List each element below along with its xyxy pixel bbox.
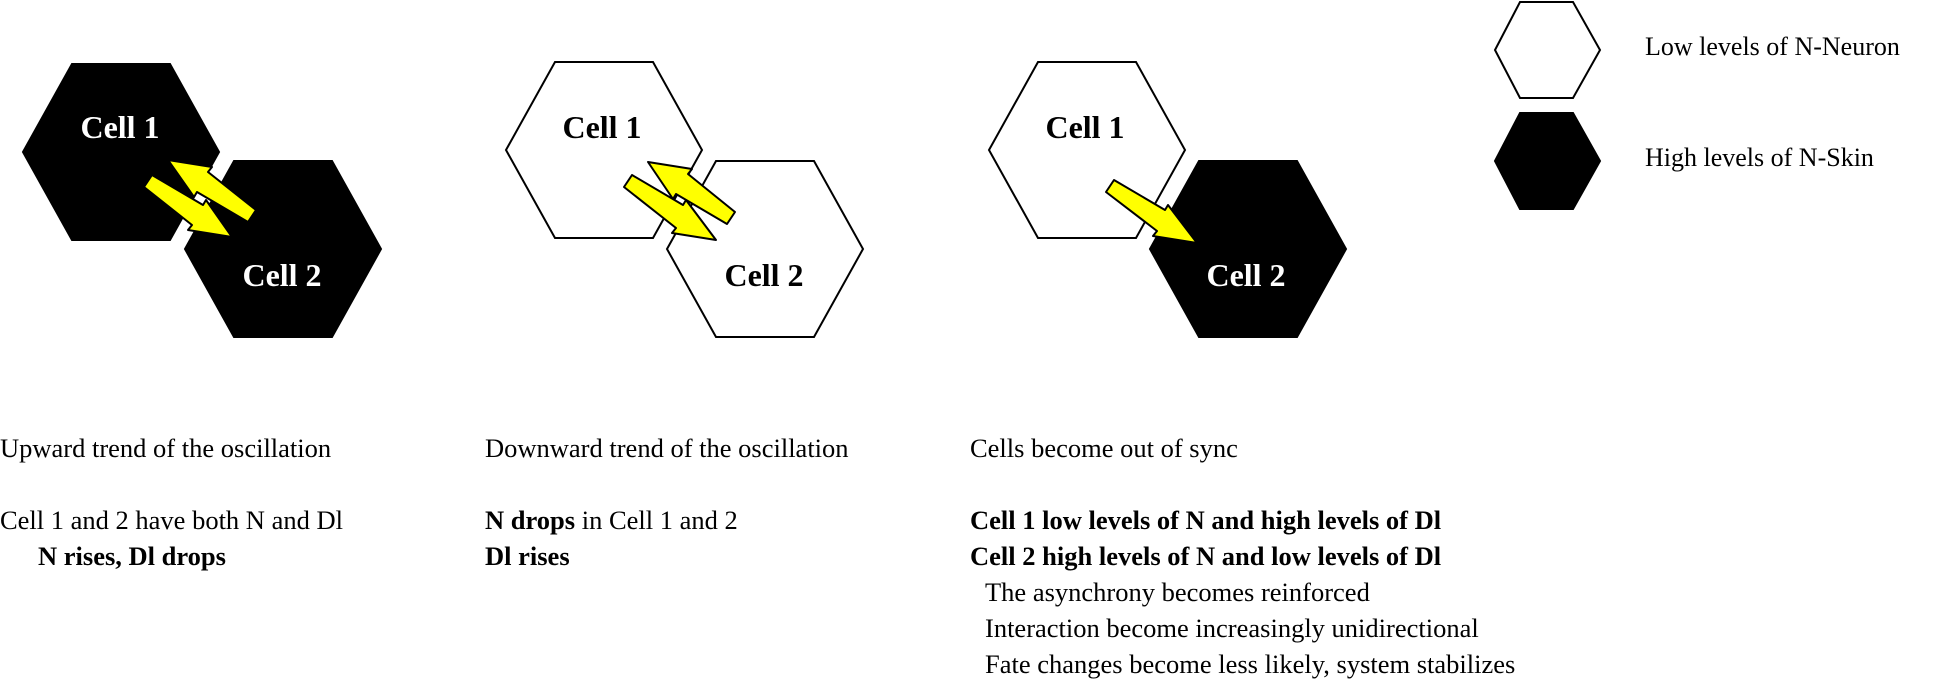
panel-2-description: Downward trend of the oscillation N drop… — [485, 430, 849, 574]
panel-3-title: Cells become out of sync — [970, 433, 1238, 463]
panel-1-cell-2-label: Cell 2 — [242, 257, 321, 293]
panel-2-line-1-rest: in Cell 1 and 2 — [575, 505, 738, 535]
panel-3-description: Cells become out of sync Cell 1 low leve… — [970, 430, 1515, 682]
panel-1-line-1: Cell 1 and 2 have both N and Dl — [0, 505, 343, 535]
panel-3-line-4: Interaction become increasingly unidirec… — [985, 613, 1479, 643]
panel-1-arrow-cell1-to-cell2 — [143, 174, 233, 238]
panel-2-line-1-bold: N drops — [485, 505, 576, 535]
panel-3-line-5: Fate changes become less likely, system … — [985, 649, 1516, 679]
panel-2-title: Downward trend of the oscillation — [485, 433, 849, 463]
legend-low-label: Low levels of N-Neuron — [1645, 32, 1900, 61]
legend: Low levels of N-Neuron High levels of N-… — [1493, 1, 1900, 210]
legend-high-label: High levels of N-Skin — [1645, 143, 1874, 172]
panel-1-line-2: N rises, Dl drops — [38, 541, 226, 571]
panel-2-arrow-cell1-to-cell2 — [623, 174, 717, 241]
legend-high-swatch — [1493, 112, 1602, 210]
legend-low-swatch — [1493, 1, 1602, 99]
panel-3-cell-1-label: Cell 1 — [1045, 109, 1124, 145]
panel-1: Cell 1 Cell 2 — [21, 63, 383, 338]
panel-3-cell-2-hexagon — [1148, 160, 1348, 338]
panel-3-line-3: The asynchrony becomes reinforced — [985, 577, 1370, 607]
panel-2-cell-1-label: Cell 1 — [562, 109, 641, 145]
panel-2-line-2: Dl rises — [485, 541, 570, 571]
panel-3-line-2: Cell 2 high levels of N and low levels o… — [970, 541, 1442, 571]
panel-1-description: Upward trend of the oscillation Cell 1 a… — [0, 430, 343, 574]
panel-2-arrow-cell2-to-cell1 — [647, 161, 736, 225]
panel-1-arrow-cell2-to-cell1 — [167, 159, 257, 223]
panel-3-cell-2-label: Cell 2 — [1206, 257, 1285, 293]
panel-2: Cell 1 Cell 2 — [504, 61, 865, 338]
panel-3: Cell 1 Cell 2 — [987, 61, 1348, 338]
panel-3-arrow-cell1-to-cell2 — [1105, 179, 1198, 244]
panel-2-cell-2-label: Cell 2 — [724, 257, 803, 293]
panel-1-title: Upward trend of the oscillation — [0, 433, 332, 463]
panel-3-line-1: Cell 1 low levels of N and high levels o… — [970, 505, 1442, 535]
panel-1-cell-1-label: Cell 1 — [80, 109, 159, 145]
panel-2-line-1: N drops in Cell 1 and 2 — [485, 502, 849, 538]
